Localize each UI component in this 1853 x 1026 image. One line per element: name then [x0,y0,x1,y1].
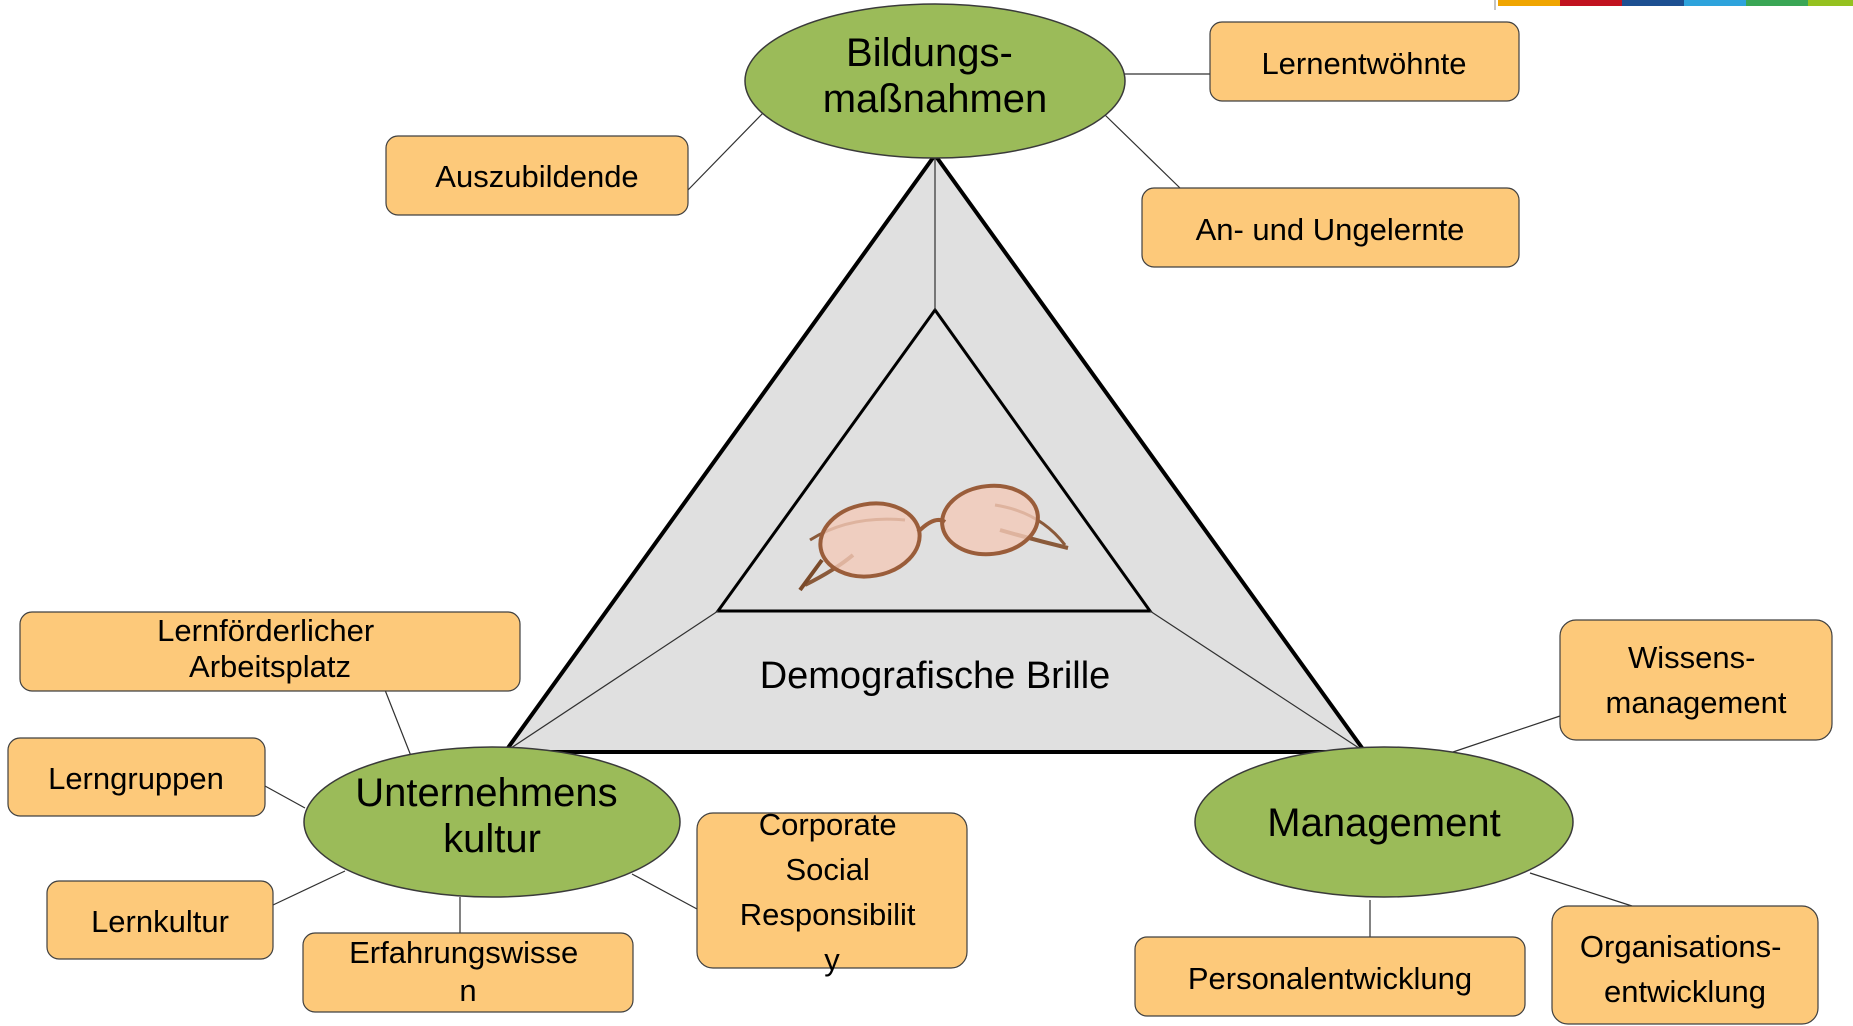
box-wissensmanagement-line-2: management [1606,685,1787,720]
box-erfahrungswissen: Erfahrungswisse n [302,932,634,1013]
box-organisationsentwicklung-line-1: Organisations- [1580,929,1782,964]
box-lernkultur-label: Lernkultur [91,904,229,939]
box-erfahrungswissen-line-2: n [459,973,476,1008]
box-auszubildende: Auszubildende [385,135,689,216]
svg-text:Organisations- entwicklu: Organisations- entwicklung [1580,929,1790,1009]
glasses-icon [798,483,1069,592]
svg-text:Unternehmens kultur: Unternehmens kultur [355,771,629,861]
box-lernentwoehnte-label: Lernentwöhnte [1261,46,1466,81]
hub-unternehmenskultur-line-2: kultur [443,817,541,861]
svg-text:Lernförderlicher Arbeits: Lernförderlicher Arbeitsplatz [157,613,383,684]
connector-management-organisationsentwicklung [1529,872,1633,907]
box-organisationsentwicklung-line-2: entwicklung [1604,974,1766,1009]
connector-kultur-arbeitsplatz [384,689,412,757]
box-auszubildende-label: Auszubildende [435,159,638,194]
box-csr-line-2: Social [785,852,869,887]
hub-bildungsmassnahmen-line-1: Bildungs- [846,31,1013,75]
center-label: Demografische Brille [760,655,1111,697]
connector-kultur-lernkultur [272,870,346,906]
logo-bar-segment-3 [1622,0,1684,6]
box-wissensmanagement-line-1: Wissens- [1628,640,1755,675]
box-personalentwicklung-label: Personalentwicklung [1188,961,1472,996]
connector-bildung-auszubildende [687,112,764,191]
box-wissensmanagement: Wissens- management [1559,619,1833,741]
box-csr: Corporate Social Responsibilit y [696,807,968,977]
hub-bildungsmassnahmen: Bildungs- maßnahmen [744,3,1126,159]
box-ungelernte: An- und Ungelernte [1141,187,1520,268]
logo-bar-segment-6 [1808,0,1853,6]
box-arbeitsplatz: Lernförderlicher Arbeitsplatz [19,611,521,692]
logo-bar-segment-2 [1560,0,1622,6]
svg-text:Corporate Social R: Corporate Social Responsibilit y [740,807,924,977]
connector-kultur-csr [631,873,698,910]
box-arbeitsplatz-line-2: Arbeitsplatz [189,649,351,684]
box-csr-line-3: Responsibilit [740,897,916,932]
connector-inner-right [1149,610,1366,753]
logo-bar-segment-1 [1498,0,1560,6]
box-ungelernte-label: An- und Ungelernte [1196,212,1465,247]
connector-kultur-lerngruppen [264,785,306,809]
connector-management-wissensmanagement [1452,715,1561,753]
box-csr-line-4: y [824,942,840,977]
connector-bildung-ungelernte [1104,114,1181,189]
logo-color-bar [1494,0,1853,10]
hub-unternehmenskultur-line-1: Unternehmens [355,771,617,815]
box-lerngruppen-label: Lerngruppen [48,761,224,796]
svg-text:Erfahrungswisse n: Erfahrungswisse n [349,935,587,1008]
box-erfahrungswissen-line-1: Erfahrungswisse [349,935,578,970]
hub-bildungsmassnahmen-line-2: maßnahmen [823,77,1048,121]
hub-management: Management [1194,746,1574,898]
box-lerngruppen: Lerngruppen [7,737,266,817]
box-arbeitsplatz-line-1: Lernförderlicher [157,613,374,648]
svg-text:Wissens- management: Wissens- management [1606,640,1787,720]
svg-text:Bildungs- maßnahmen: Bildungs- maßnahmen [823,31,1048,121]
box-csr-line-1: Corporate [759,807,897,842]
hub-unternehmenskultur: Unternehmens kultur [303,746,681,898]
logo-bar-segment-4 [1684,0,1746,6]
box-personalentwicklung: Personalentwicklung [1134,936,1526,1017]
box-organisationsentwicklung: Organisations- entwicklung [1551,905,1819,1025]
box-lernkultur: Lernkultur [46,880,274,960]
logo-bar-segment-5 [1746,0,1808,6]
box-lernentwoehnte: Lernentwöhnte [1209,21,1520,102]
hub-management-label: Management [1267,801,1500,845]
connector-inner-left [504,610,719,753]
